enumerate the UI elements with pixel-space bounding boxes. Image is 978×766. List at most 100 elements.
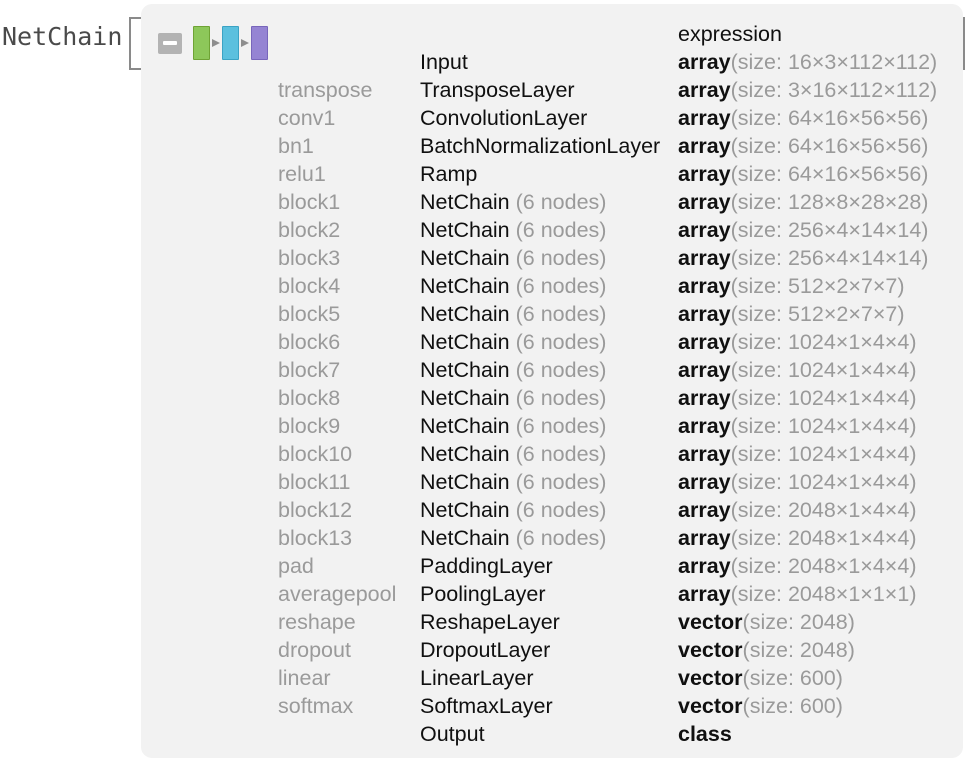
layer-type-note: (6 nodes)	[515, 246, 607, 270]
layer-chip-purple-icon	[251, 26, 268, 60]
layer-name: linear	[278, 666, 331, 690]
layer-expression: vector(size: 2048)	[678, 636, 855, 664]
layer-type-text: NetChain	[420, 414, 510, 438]
layer-expression: array(size: 16×3×112×112)	[678, 48, 937, 76]
layer-type-note: (6 nodes)	[515, 442, 607, 466]
expression-kind: array	[678, 162, 731, 186]
layer-type-text: NetChain	[420, 274, 510, 298]
layer-type: ConvolutionLayer	[420, 104, 587, 132]
layer-name: block7	[278, 358, 341, 382]
layer-type-text: NetChain	[420, 470, 510, 494]
expression-kind: array	[678, 358, 731, 382]
expression-kind: array	[678, 414, 731, 438]
expression-size: (size: 512×2×7×7)	[730, 302, 905, 326]
layer-expression: array(size: 2048×1×4×4)	[678, 496, 916, 524]
layer-type: TransposeLayer	[420, 76, 575, 104]
table-row[interactable]: block8 NetChain (6 nodes) array(size: 1024…	[141, 384, 963, 412]
layer-expression: vector(size: 600)	[678, 692, 843, 720]
layer-type: NetChain (6 nodes)	[420, 384, 606, 412]
layer-expression: array(size: 1024×1×4×4)	[678, 328, 916, 356]
layer-name: block4	[278, 274, 341, 298]
expression-kind: array	[678, 78, 731, 102]
layer-expression: array(size: 64×16×56×56)	[678, 160, 928, 188]
layer-expression: vector(size: 2048)	[678, 608, 855, 636]
layer-type-note: (6 nodes)	[515, 274, 607, 298]
layer-type: DropoutLayer	[420, 636, 550, 664]
layer-type-text: NetChain	[420, 442, 510, 466]
expression-kind: array	[678, 386, 731, 410]
layer-type: NetChain (6 nodes)	[420, 412, 606, 440]
layer-type-text: NetChain	[420, 498, 510, 522]
expression-size: (size: 256×4×14×14)	[730, 218, 929, 242]
expression-kind: vector	[678, 666, 743, 690]
layer-name: bn1	[278, 134, 314, 158]
layer-type-text: TransposeLayer	[420, 78, 575, 102]
expression-kind: vector	[678, 610, 743, 634]
layer-type-text: Input	[420, 50, 468, 74]
collapse-minus-button[interactable]	[158, 32, 182, 54]
net-chain-thumbnail[interactable]	[193, 26, 268, 60]
table-row[interactable]: block6 NetChain (6 nodes) array(size: 1024…	[141, 328, 963, 356]
expression-size: (size: 1024×1×4×4)	[730, 414, 917, 438]
layer-type-text: NetChain	[420, 386, 510, 410]
bracket-left	[129, 17, 142, 70]
layer-type-note: (6 nodes)	[515, 470, 607, 494]
layer-type-note: (6 nodes)	[515, 218, 607, 242]
layer-chip-green-icon	[193, 26, 210, 60]
layer-name: softmax	[278, 694, 354, 718]
expression-kind: array	[678, 498, 731, 522]
table-row[interactable]: Input array(size: 16×3×112×112)	[141, 48, 963, 76]
layer-expression: array(size: 3×16×112×112)	[678, 76, 937, 104]
expression-size: (size: 1024×1×4×4)	[730, 470, 917, 494]
expression-size: (size: 2048)	[742, 610, 855, 634]
layer-name: block6	[278, 330, 341, 354]
layer-name: block8	[278, 386, 341, 410]
layer-type: NetChain (6 nodes)	[420, 328, 606, 356]
layer-type-note: (6 nodes)	[515, 414, 607, 438]
layer-type-text: NetChain	[420, 190, 510, 214]
expression-size: (size: 2048×1×1×1)	[730, 582, 917, 606]
layer-chip-blue-icon	[222, 26, 239, 60]
expression-size: (size: 1024×1×4×4)	[730, 442, 917, 466]
layer-expression: array(size: 2048×1×4×4)	[678, 552, 916, 580]
expression-size: (size: 2048)	[742, 638, 855, 662]
layer-type-note: (6 nodes)	[515, 526, 607, 550]
layer-expression: vector(size: 600)	[678, 664, 843, 692]
minus-icon	[163, 41, 177, 45]
layer-expression: array(size: 1024×1×4×4)	[678, 440, 916, 468]
expression-size: (size: 128×8×28×28)	[730, 190, 929, 214]
layer-expression: class	[678, 720, 732, 748]
layer-type-text: NetChain	[420, 526, 510, 550]
layer-type-text: Ramp	[420, 162, 478, 186]
column-header-expression: expression	[678, 22, 782, 46]
expression-size: (size: 1024×1×4×4)	[730, 386, 917, 410]
layer-type-note: (6 nodes)	[515, 498, 607, 522]
layer-expression: array(size: 64×16×56×56)	[678, 132, 928, 160]
page-title: NetChain	[2, 22, 123, 51]
layer-expression: array(size: 2048×1×1×1)	[678, 580, 916, 608]
expression-kind: array	[678, 554, 731, 578]
